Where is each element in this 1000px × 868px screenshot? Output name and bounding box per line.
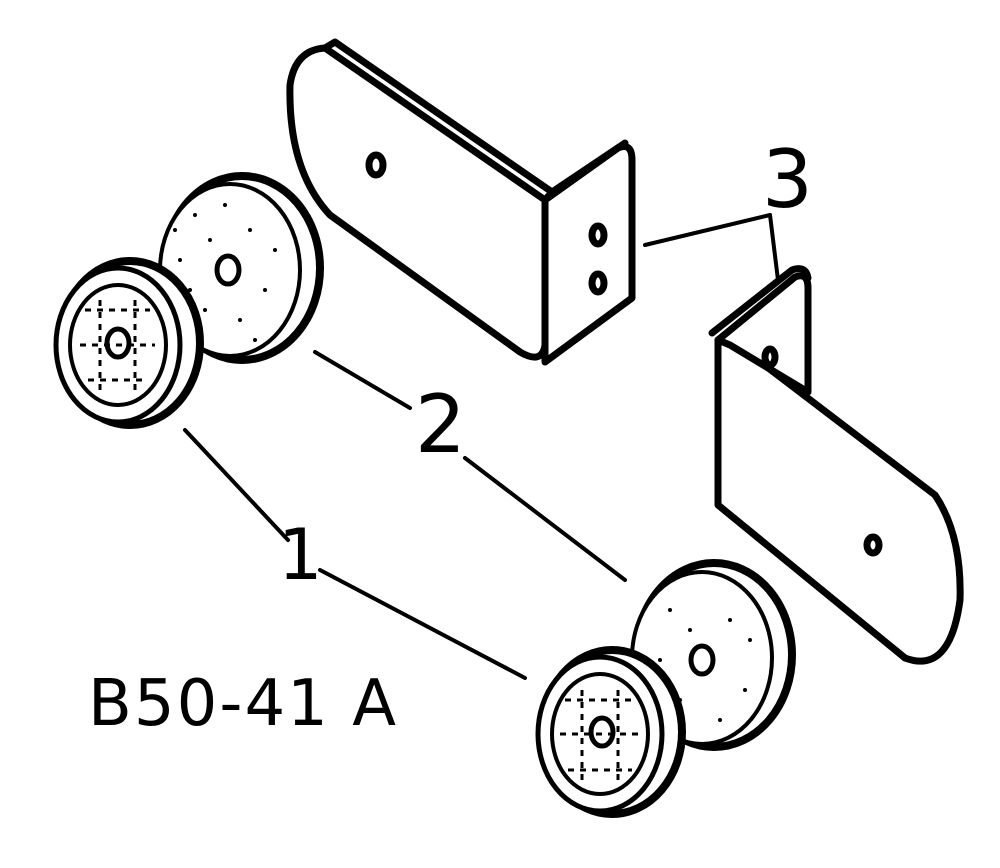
wheel-upper — [53, 257, 204, 429]
callout-part-3: 3 — [762, 133, 813, 226]
callout-part-2: 2 — [415, 378, 466, 471]
leader-lines — [183, 213, 780, 680]
bracket-lower — [708, 265, 964, 665]
wheel-lower — [535, 646, 686, 818]
callout-part-1: 1 — [278, 514, 323, 596]
bracket-upper — [286, 38, 636, 366]
figure-code: B50-41 A — [88, 667, 398, 741]
